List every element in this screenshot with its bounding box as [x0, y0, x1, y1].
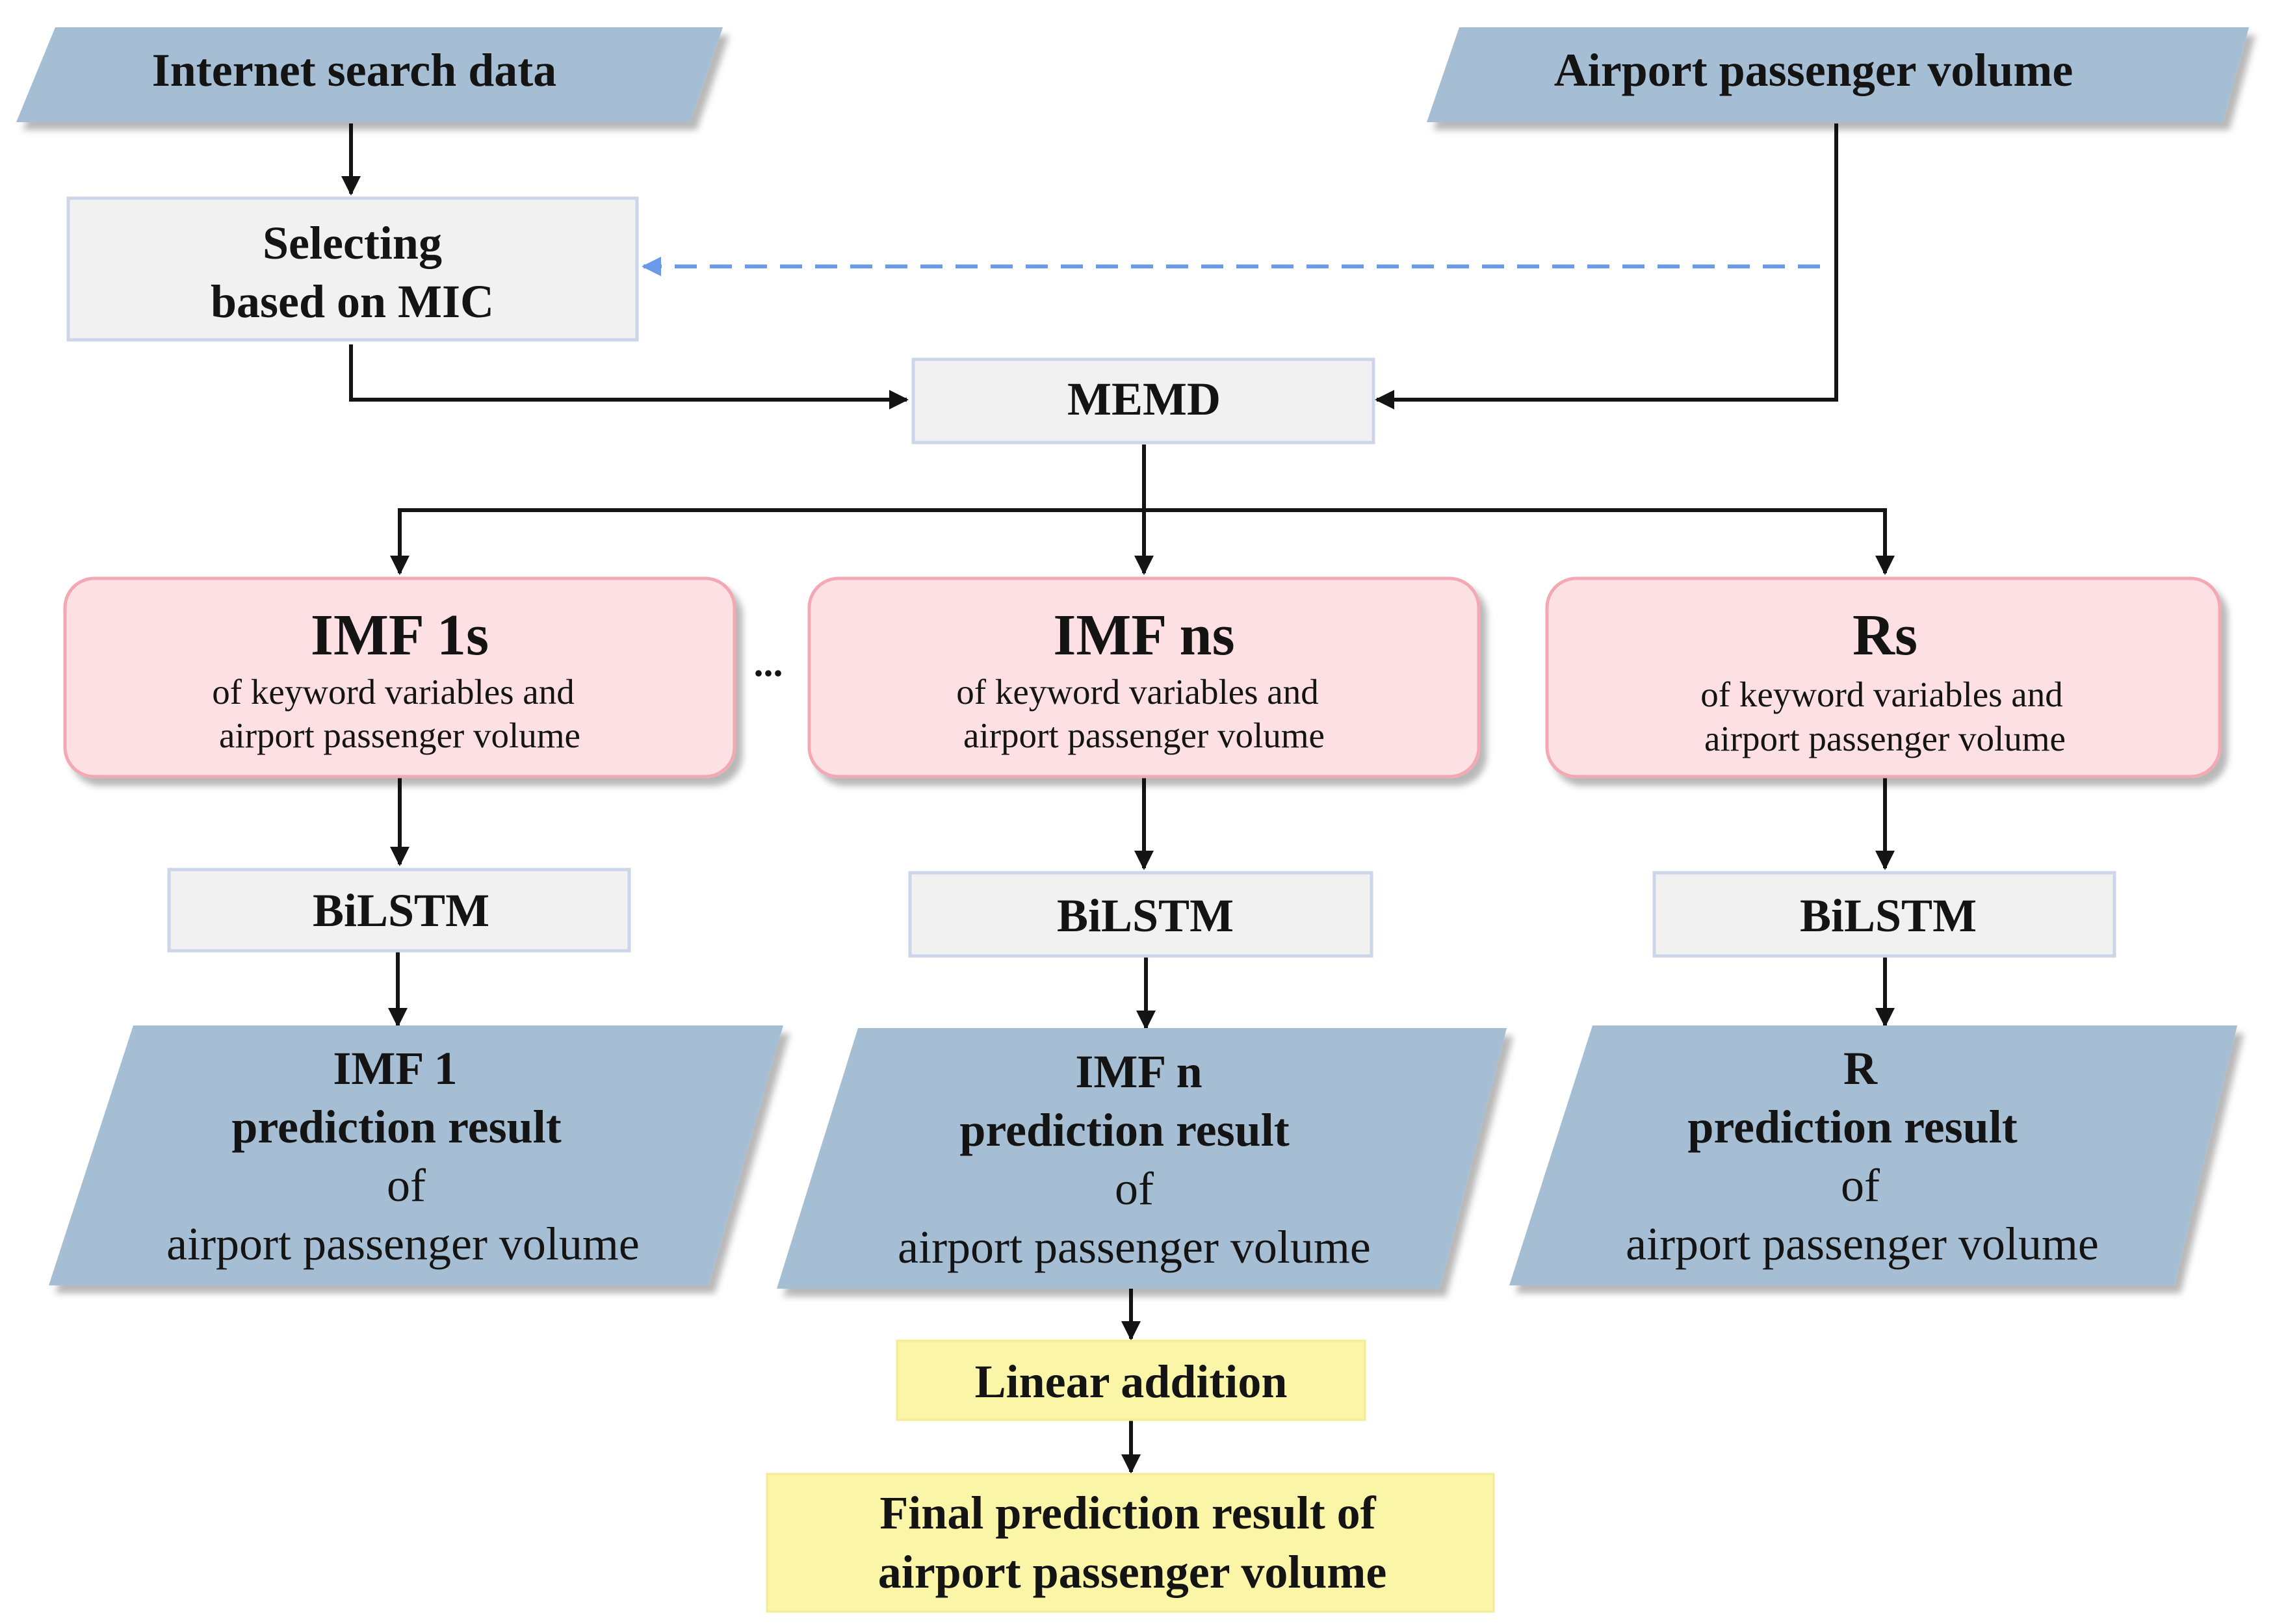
node-result-n-line2: prediction result	[959, 1104, 1289, 1156]
node-result-1-line2: prediction result	[231, 1101, 561, 1153]
node-imfns-line2: airport passenger volume	[963, 715, 1325, 755]
node-result-1-line4: airport passenger volume	[166, 1218, 640, 1270]
node-result-r: R prediction result of airport passenger…	[1509, 1025, 2237, 1285]
node-result-r-title: R	[1843, 1042, 1878, 1094]
node-result-r-line3: of	[1841, 1159, 1880, 1211]
node-imfns: IMF ns of keyword variables and airport …	[807, 576, 1481, 779]
node-bilstm-1-label: BiLSTM	[313, 884, 489, 936]
node-internet-search-data: Internet search data	[16, 27, 723, 122]
node-rs-title: Rs	[1852, 603, 1918, 667]
node-final-result: Final prediction result of airport passe…	[766, 1473, 1495, 1613]
node-selecting-mic-line2: based on MIC	[211, 276, 494, 328]
node-airport-passenger-volume-label: Airport passenger volume	[1554, 44, 2074, 96]
ellipsis-label: ...	[754, 641, 783, 684]
node-result-r-line2: prediction result	[1687, 1101, 2017, 1153]
edge-memd-to-imf1s	[390, 508, 1144, 575]
node-result-1-title: IMF 1	[333, 1042, 457, 1094]
node-bilstm-n-label: BiLSTM	[1057, 890, 1234, 942]
node-result-1: IMF 1 prediction result of airport passe…	[49, 1025, 783, 1285]
node-result-n-title: IMF n	[1075, 1046, 1202, 1098]
node-bilstm-n: BiLSTM	[908, 871, 1373, 958]
node-rs-line2: airport passenger volume	[1704, 719, 2066, 758]
node-rs-line1: of keyword variables and	[1700, 675, 2062, 714]
node-final-result-line1: Final prediction result of	[879, 1487, 1376, 1539]
node-imf1s-line2: airport passenger volume	[219, 715, 580, 755]
node-result-n-line4: airport passenger volume	[898, 1221, 1371, 1273]
node-imf1s: IMF 1s of keyword variables and airport …	[63, 576, 736, 779]
node-memd: MEMD	[911, 357, 1375, 445]
node-result-n: IMF n prediction result of airport passe…	[777, 1028, 1507, 1289]
node-bilstm-r: BiLSTM	[1652, 871, 2116, 958]
node-internet-search-data-label: Internet search data	[152, 44, 557, 96]
node-linear-addition: Linear addition	[896, 1339, 1366, 1421]
node-imfns-title: IMF ns	[1053, 603, 1234, 667]
node-result-r-line4: airport passenger volume	[1626, 1218, 2099, 1270]
edge-memd-to-rs	[1144, 508, 1895, 575]
node-linear-addition-label: Linear addition	[975, 1356, 1288, 1408]
node-imf1s-line1: of keyword variables and	[212, 672, 574, 712]
node-airport-passenger-volume: Airport passenger volume	[1427, 27, 2249, 122]
node-selecting-mic: Selecting based on MIC	[66, 196, 639, 342]
node-result-1-line3: of	[387, 1159, 426, 1211]
edges	[341, 123, 1895, 1474]
node-imfns-line1: of keyword variables and	[956, 672, 1318, 712]
node-bilstm-r-label: BiLSTM	[1800, 890, 1977, 942]
node-imf1s-title: IMF 1s	[311, 603, 489, 667]
node-final-result-line2: airport passenger volume	[878, 1546, 1387, 1598]
edge-airport-to-memd	[1375, 123, 1838, 409]
node-selecting-mic-line1: Selecting	[263, 217, 442, 269]
edge-selecting-to-memd	[349, 344, 909, 409]
node-memd-label: MEMD	[1067, 373, 1221, 425]
node-bilstm-1: BiLSTM	[167, 868, 631, 953]
node-result-n-line3: of	[1115, 1163, 1154, 1215]
node-rs: Rs of keyword variables and airport pass…	[1545, 576, 2222, 779]
